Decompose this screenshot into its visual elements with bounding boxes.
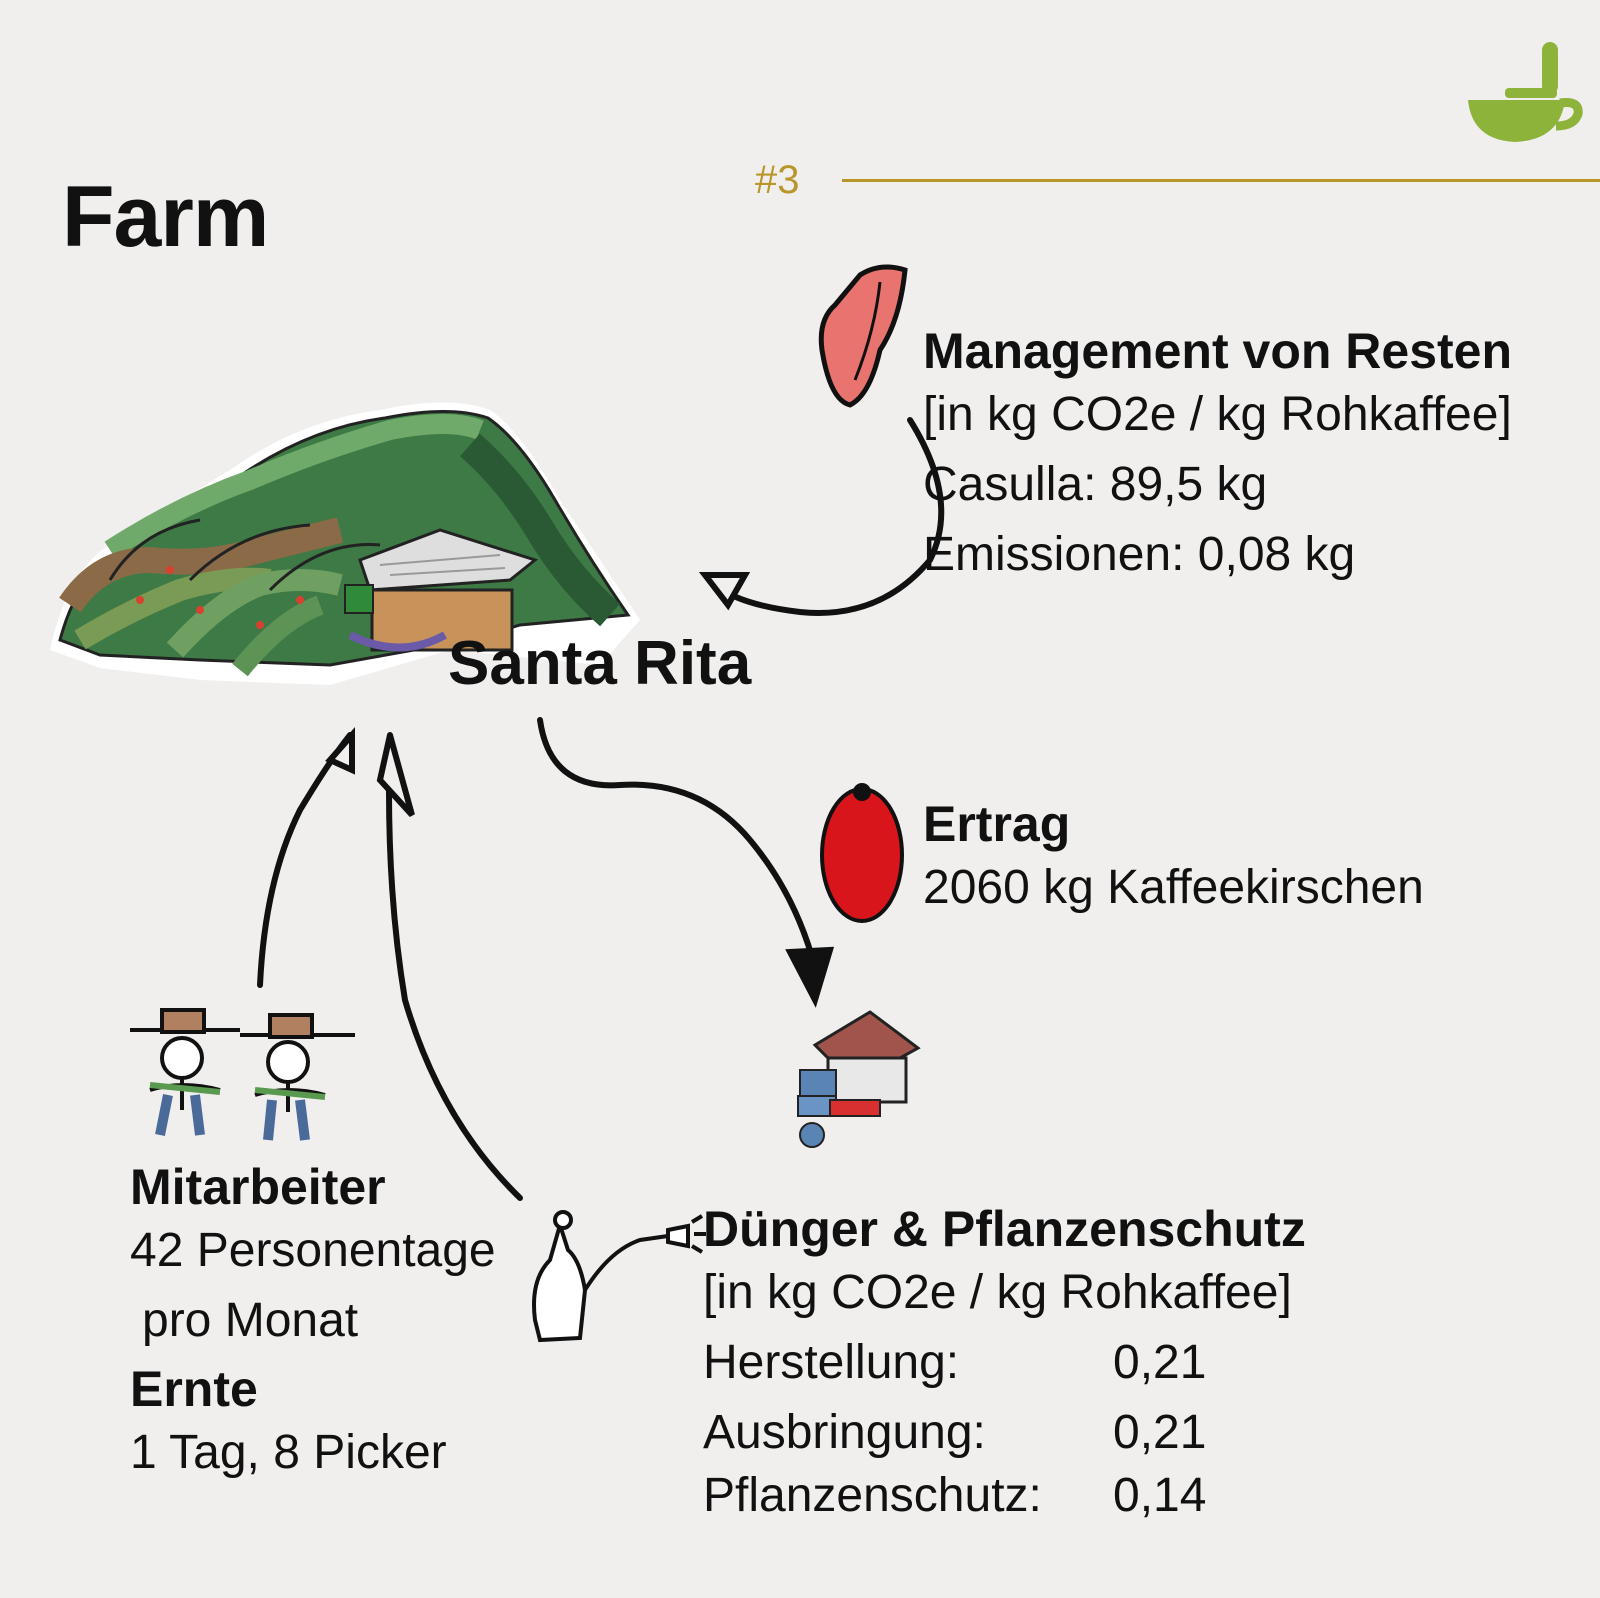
yield-heading: Ertrag bbox=[923, 796, 1071, 852]
fertilizer-heading: Dünger & Pflanzenschutz bbox=[703, 1201, 1306, 1257]
fertilizer-block: Dünger & Pflanzenschutz [in kg CO2e / kg… bbox=[703, 1200, 1306, 1524]
workers-block: Mitarbeiter 42 Personentage pro Monat Er… bbox=[130, 1158, 496, 1488]
residues-casulla: Casulla: 89,5 kg bbox=[923, 458, 1268, 511]
harvest-value: 1 Tag, 8 Picker bbox=[130, 1426, 447, 1479]
fertilizer-value: 0,21 bbox=[1113, 1336, 1207, 1389]
farm-name: Santa Rita bbox=[448, 629, 752, 698]
page-number: #3 bbox=[755, 158, 800, 202]
arrow-processing-head bbox=[785, 946, 835, 1008]
arrow-sprayer-head bbox=[376, 734, 415, 818]
fertilizer-value: 0,14 bbox=[1113, 1469, 1207, 1522]
arrows bbox=[257, 417, 945, 1201]
fertilizer-label: Ausbringung: bbox=[703, 1406, 986, 1459]
fertilizer-row: Herstellung: 0,21 bbox=[703, 1328, 1306, 1398]
yield-block: Ertrag 2060 kg Kaffeekirschen bbox=[923, 795, 1424, 923]
workers-line1: 42 Personentage bbox=[130, 1224, 496, 1277]
fertilizer-value: 0,21 bbox=[1113, 1406, 1207, 1459]
arrow-farm-to-processing bbox=[537, 717, 821, 983]
sprayer-icon bbox=[532, 1210, 706, 1343]
residues-emissions: Emissionen: 0,08 kg bbox=[923, 528, 1356, 581]
fertilizer-row: Pflanzenschutz: 0,14 bbox=[703, 1468, 1306, 1524]
page-title: Farm bbox=[62, 169, 269, 265]
coffee-cherry-icon bbox=[820, 783, 904, 923]
coffee-husk-icon bbox=[818, 264, 908, 408]
residues-unit: [in kg CO2e / kg Rohkaffee] bbox=[923, 388, 1512, 441]
coffee-mill-logo-icon bbox=[1468, 42, 1583, 142]
processing-station-icon bbox=[797, 1010, 921, 1148]
workers-illustration bbox=[130, 1008, 355, 1141]
harvest-heading: Ernte bbox=[130, 1361, 258, 1417]
arrow-residues-head bbox=[698, 572, 751, 611]
arrow-workers-to-farm bbox=[257, 732, 353, 988]
workers-line2: pro Monat bbox=[142, 1294, 359, 1347]
yield-value: 2060 kg Kaffeekirschen bbox=[923, 861, 1424, 914]
residues-block: Management von Resten [in kg CO2e / kg R… bbox=[923, 322, 1512, 590]
residues-heading: Management von Resten bbox=[923, 323, 1513, 379]
arrow-residues-to-farm bbox=[712, 417, 945, 616]
fertilizer-label: Pflanzenschutz: bbox=[703, 1469, 1042, 1522]
arrow-workers-head bbox=[325, 727, 355, 775]
fertilizer-row: Ausbringung: 0,21 bbox=[703, 1398, 1306, 1468]
farm-hill-illustration bbox=[50, 402, 640, 685]
header-rule bbox=[842, 179, 1600, 182]
fertilizer-unit: [in kg CO2e / kg Rohkaffee] bbox=[703, 1266, 1292, 1319]
fertilizer-label: Herstellung: bbox=[703, 1336, 960, 1389]
arrow-sprayer-to-farm bbox=[386, 732, 523, 1201]
workers-heading: Mitarbeiter bbox=[130, 1159, 386, 1215]
